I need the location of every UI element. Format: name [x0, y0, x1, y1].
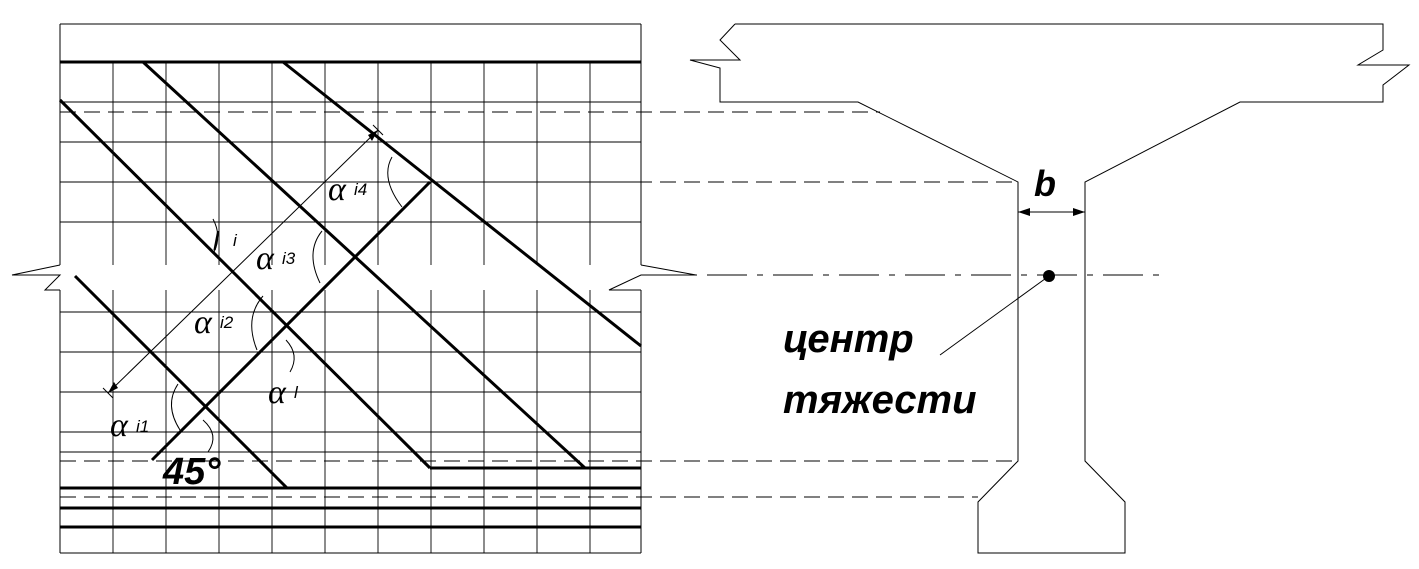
- arc-alpha-i4: [387, 156, 403, 208]
- centroid-label-line1: центр: [783, 317, 914, 361]
- bent-bar-2: [141, 60, 587, 470]
- alpha-l-subscript: l: [294, 383, 299, 402]
- projection-lines: [60, 111, 1160, 498]
- alpha-i1-symbol: α: [110, 407, 129, 444]
- li-symbol: l: [213, 226, 220, 256]
- alpha-i4-symbol: α: [328, 171, 347, 208]
- arc-alpha-l: [285, 339, 295, 373]
- break-right: [608, 264, 697, 291]
- dimension-line-li: [107, 129, 379, 394]
- alpha-i3-symbol: α: [256, 240, 275, 277]
- alpha-i2-symbol: α: [194, 304, 213, 341]
- li-hook: [212, 218, 219, 253]
- arc-alpha-i2: [251, 295, 264, 351]
- section-outline: [689, 23, 1411, 554]
- cross-section: b центр тяжести: [689, 23, 1411, 554]
- alpha-i4-subscript: i4: [354, 180, 367, 199]
- width-b-label: b: [1034, 163, 1056, 204]
- arc-alpha-i3: [312, 230, 323, 284]
- centroid-label-line2: тяжести: [783, 378, 977, 422]
- dim-arrow-start: [108, 382, 118, 393]
- alpha-i2-subscript: i2: [220, 313, 234, 332]
- dim-b-arrow-right: [1073, 208, 1085, 216]
- break-left: [11, 264, 62, 291]
- grid: [60, 62, 641, 553]
- bent-bar-3: [282, 60, 642, 348]
- li-subscript: i: [233, 231, 238, 250]
- dim-b-arrow-left: [1018, 208, 1030, 216]
- bent-bar-1: [58, 98, 432, 470]
- dim-tick-end: [372, 124, 384, 136]
- centroid-leader: [939, 275, 1050, 356]
- alpha-l-symbol: α: [268, 374, 287, 411]
- arc-alpha-i1: [171, 383, 181, 431]
- inclined-crack-45: [150, 180, 432, 462]
- angle-45-label: 45°: [162, 451, 221, 493]
- bent-bar-4: [73, 274, 289, 490]
- dim-arrow-end: [368, 130, 378, 141]
- alpha-i3-subscript: i3: [282, 249, 296, 268]
- arc-45: [202, 419, 214, 453]
- alpha-i1-subscript: i1: [136, 417, 149, 436]
- beam-elevation: α i1 α i2 α i3 α i4 α l l i 45°: [11, 23, 697, 554]
- dim-tick-start: [102, 387, 114, 399]
